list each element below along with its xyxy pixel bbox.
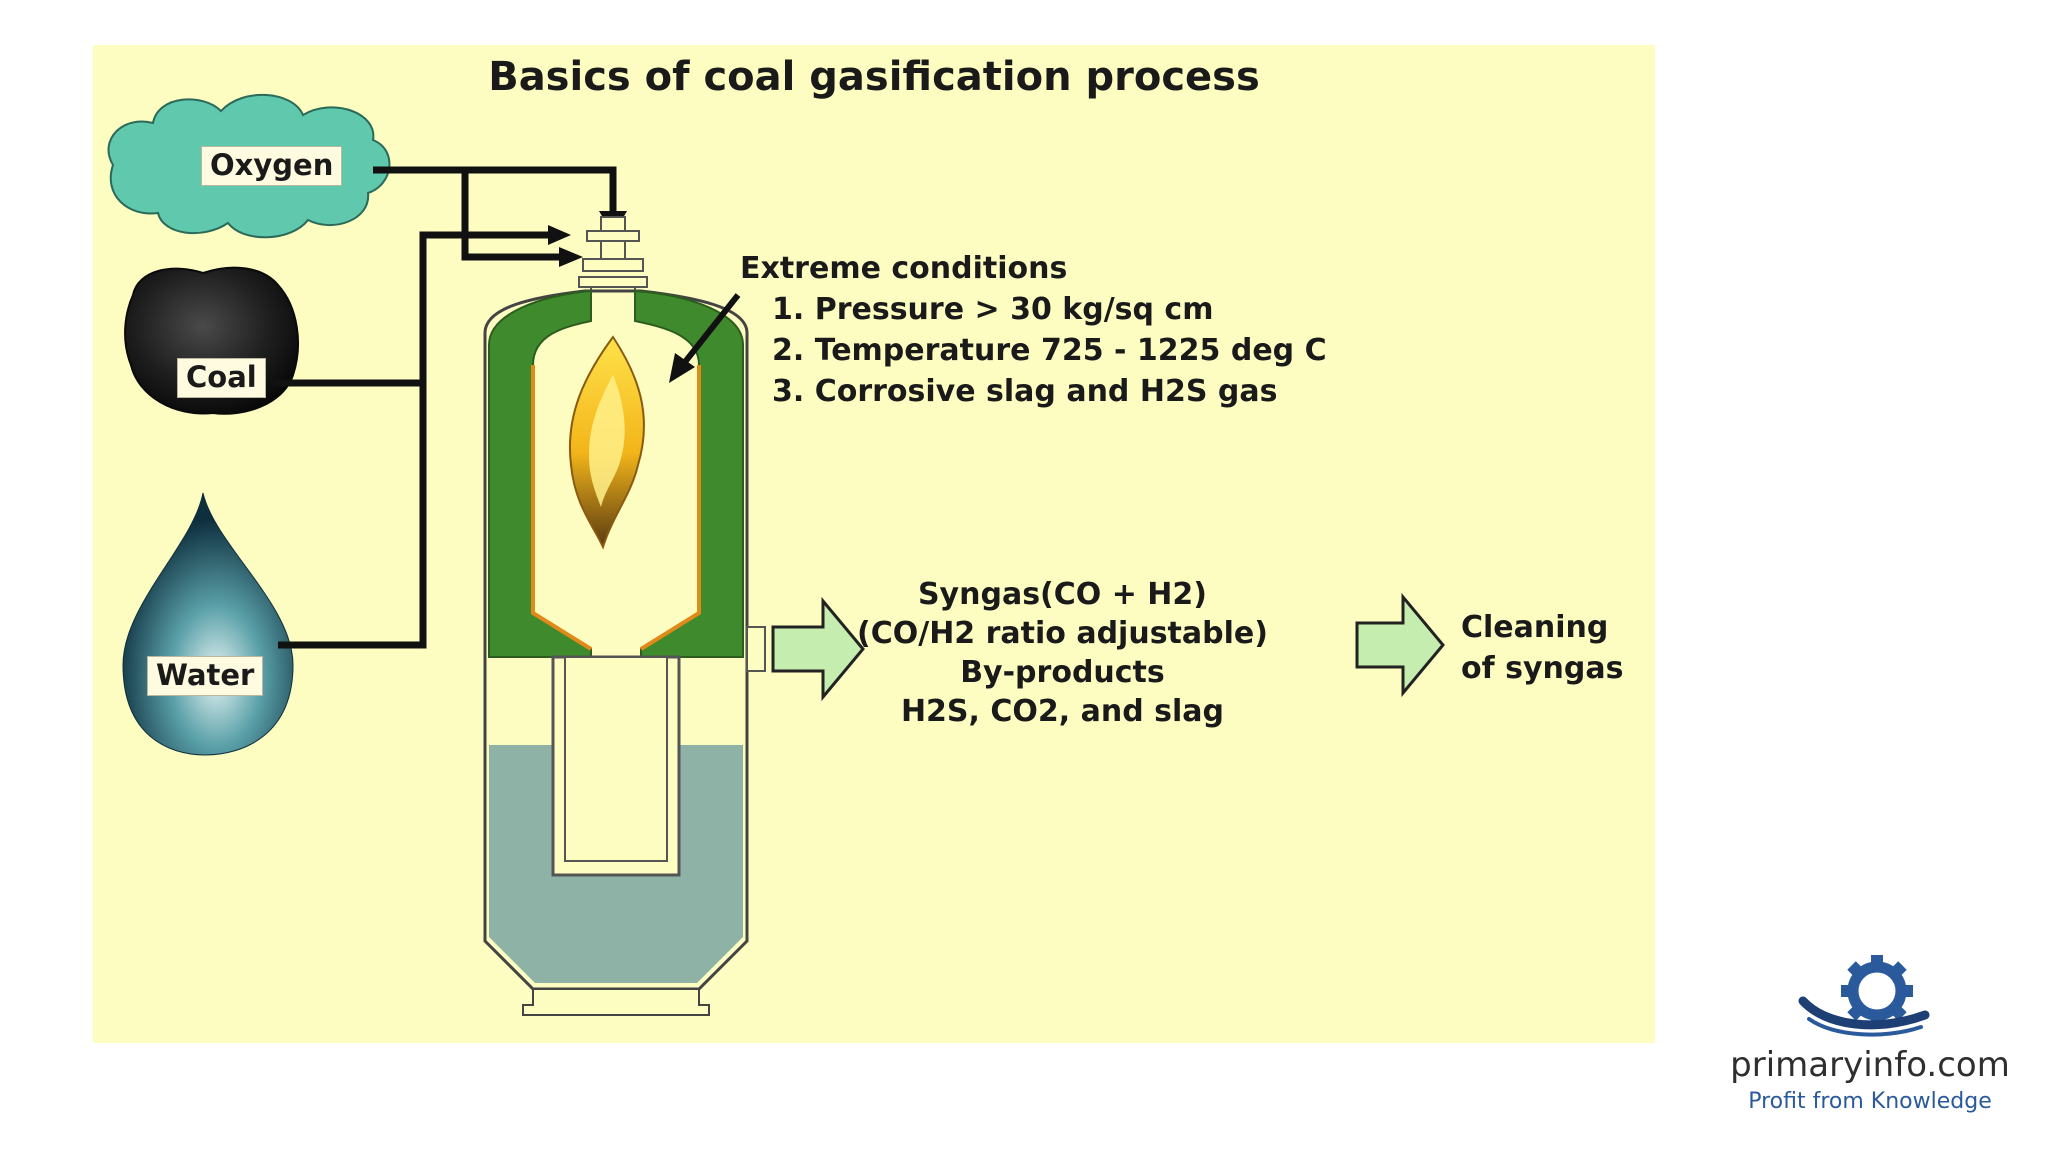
cleaning-line: of syngas	[1461, 651, 1624, 686]
cleaning-arrow-icon	[1355, 592, 1445, 698]
coal-label: Coal	[177, 358, 266, 398]
condition-item: 1. Pressure > 30 kg/sq cm	[772, 292, 1214, 327]
output-line: (CO/H2 ratio adjustable)	[857, 616, 1268, 651]
conditions-heading: Extreme conditions	[740, 251, 1068, 286]
gear-logo-icon	[1798, 955, 1930, 1037]
brand-name: primaryinfo.com	[1730, 1045, 2010, 1085]
feed-lines	[273, 166, 617, 649]
condition-item: 3. Corrosive slag and H2S gas	[772, 374, 1278, 409]
cleaning-line: Cleaning	[1461, 610, 1609, 645]
slide: Basics of coal gasification process Oxyg…	[93, 45, 1655, 1043]
water-label: Water	[147, 656, 264, 696]
output-line: By-products	[960, 655, 1165, 690]
output-line: H2S, CO2, and slag	[900, 694, 1224, 729]
condition-item: 2. Temperature 725 - 1225 deg C	[772, 333, 1327, 368]
brand-tagline: Profit from Knowledge	[1748, 1089, 1992, 1114]
cleaning-step: Cleaning of syngas	[1461, 607, 1623, 689]
gasification-diagram	[107, 93, 1445, 1016]
syngas-output: Syngas(CO + H2) (CO/H2 ratio adjustable)…	[857, 575, 1268, 731]
output-line: Syngas(CO + H2)	[917, 577, 1207, 612]
output-arrow-icon	[771, 596, 865, 702]
brand-block: primaryinfo.com Profit from Knowledge	[1720, 955, 2020, 1114]
extreme-conditions: Extreme conditions 1. Pressure > 30 kg/s…	[740, 248, 1327, 412]
conditions-pointer-arrow	[669, 293, 741, 383]
gasifier-vessel	[483, 289, 766, 1016]
page-title: Basics of coal gasification process	[488, 54, 1260, 100]
flame-icon	[569, 335, 645, 550]
water-drop-icon	[122, 492, 294, 756]
oxygen-label: Oxygen	[201, 146, 343, 186]
